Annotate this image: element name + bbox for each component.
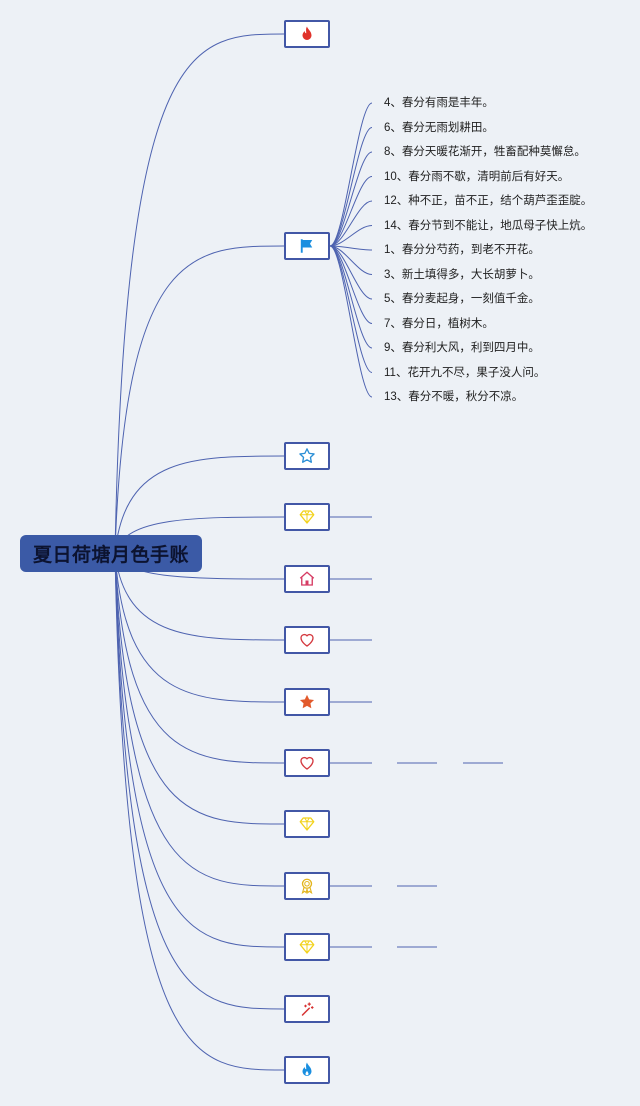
branch-node[interactable] bbox=[284, 626, 330, 654]
star-outline-icon bbox=[298, 447, 316, 465]
root-node[interactable]: 夏日荷塘月色手账 bbox=[20, 535, 202, 572]
diamond-icon bbox=[298, 508, 316, 526]
branch-node[interactable] bbox=[284, 503, 330, 531]
house-icon bbox=[298, 570, 316, 588]
diamond-icon bbox=[298, 938, 316, 956]
branch-node[interactable] bbox=[284, 565, 330, 593]
branch-node[interactable] bbox=[284, 442, 330, 470]
branch-node[interactable] bbox=[284, 688, 330, 716]
branch-node[interactable] bbox=[284, 995, 330, 1023]
leaf-text[interactable]: 10、春分雨不歇，清明前后有好天。 bbox=[384, 170, 570, 183]
diamond-icon bbox=[298, 815, 316, 833]
leaf-text[interactable]: 14、春分节到不能让，地瓜母子快上炕。 bbox=[384, 219, 593, 232]
branch-node[interactable] bbox=[284, 933, 330, 961]
branch-node[interactable] bbox=[284, 1056, 330, 1084]
leaf-text[interactable]: 12、种不正，苗不正，结个葫芦歪歪腚。 bbox=[384, 195, 593, 207]
award-ribbon-icon bbox=[298, 877, 316, 895]
branch-node[interactable] bbox=[284, 20, 330, 48]
leaf-text[interactable]: 5、春分麦起身，一刻值千金。 bbox=[384, 293, 540, 305]
leaf-text[interactable]: 13、春分不暖，秋分不凉。 bbox=[384, 391, 524, 403]
leaf-text[interactable]: 11、花开九不尽，果子没人问。 bbox=[384, 366, 546, 379]
heart-outline-icon bbox=[298, 754, 316, 772]
leaf-text[interactable]: 3、新土填得多，大长胡萝卜。 bbox=[384, 268, 540, 281]
leaf-text[interactable]: 7、春分日，植树木。 bbox=[384, 317, 494, 330]
heart-outline-icon bbox=[298, 631, 316, 649]
water-drop-flame-icon bbox=[298, 1061, 316, 1079]
flag-icon bbox=[298, 237, 316, 255]
star-filled-icon bbox=[298, 693, 316, 711]
branch-node[interactable] bbox=[284, 232, 330, 260]
magic-wand-icon bbox=[298, 1000, 316, 1018]
leaf-text[interactable]: 1、春分分芍药，到老不开花。 bbox=[384, 244, 540, 256]
leaf-text[interactable]: 8、春分天暖花渐开，牲畜配种莫懈怠。 bbox=[384, 146, 586, 158]
leaf-text[interactable]: 4、春分有雨是丰年。 bbox=[384, 97, 494, 109]
leaf-text[interactable]: 6、春分无雨划耕田。 bbox=[384, 121, 494, 134]
branch-node[interactable] bbox=[284, 810, 330, 838]
fire-icon bbox=[298, 25, 316, 43]
root-node-label: 夏日荷塘月色手账 bbox=[32, 545, 189, 566]
branch-node[interactable] bbox=[284, 872, 330, 900]
branch-node[interactable] bbox=[284, 749, 330, 777]
leaf-text[interactable]: 9、春分利大风，利到四月中。 bbox=[384, 342, 540, 354]
